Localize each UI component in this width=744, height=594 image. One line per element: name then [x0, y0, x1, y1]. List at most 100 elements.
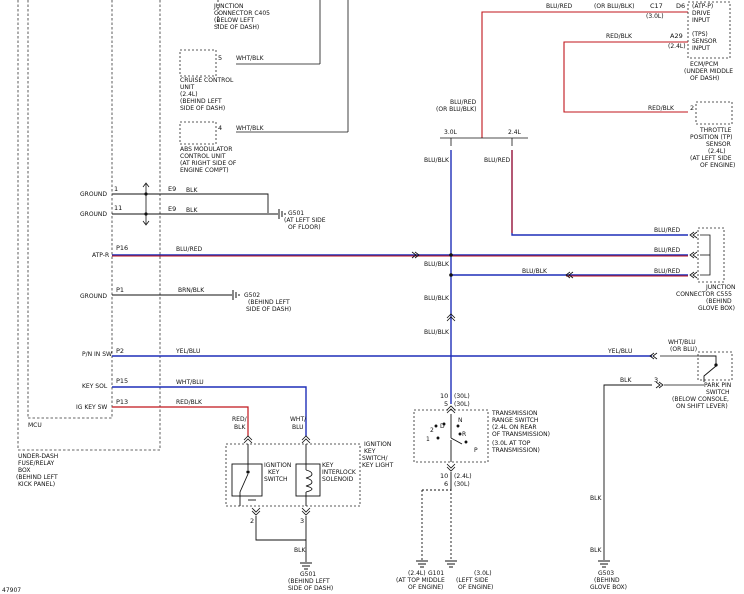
c405-connector-lines [217, 0, 349, 133]
trans-letter-1: 1 [426, 436, 430, 443]
trans-label-0: TRANSMISSION [491, 410, 538, 417]
tp-sensor-1: POSITION (TP) [690, 134, 732, 141]
junction-c555-2: (BEHIND [706, 298, 732, 305]
center-wire-blublk: BLU/BLK [424, 157, 450, 164]
key-interlock-1: INTERLOCK [322, 469, 357, 476]
g101-30l-1: (LEFT SIDE [456, 577, 489, 584]
atp-wire: BLU/RED [176, 246, 203, 253]
junction-c555-0: JUNCTION [705, 284, 735, 291]
g503-blk-1: BLK [590, 495, 602, 502]
junction-c405-label-1: CONNECTOR C405 [214, 10, 270, 17]
right-blured-3: BLU/RED [654, 268, 681, 275]
tp-sensor-0: THROTTLE [699, 127, 732, 134]
trans-letter-n: N [458, 417, 463, 424]
ground2-wire: BLK [186, 207, 198, 214]
trans-bpin-1: (2.4L) [454, 473, 472, 480]
cruise-unit-3: (BEHIND LEFT [180, 98, 222, 105]
corner-code: 47907 [2, 587, 21, 594]
tp-wire: RED/BLK [648, 105, 675, 112]
trans-letter-r: R [462, 431, 466, 438]
trans-bpin-3: (30L) [454, 481, 470, 488]
keysol-pin: P15 [116, 377, 128, 385]
trans-letter-p: P [474, 447, 478, 454]
ecm-top-pin-d: D6 [676, 2, 685, 10]
right-blublk-mid: BLU/BLK [522, 268, 548, 275]
abs-unit-0: ABS MODULATOR [180, 146, 232, 153]
trans-label-2: (2.4L ON REAR [492, 424, 536, 431]
park-pin: 3 [654, 376, 658, 384]
trans-switch-symbol [434, 414, 468, 462]
g501-bottom-ground-symbol [300, 562, 312, 570]
ign-bottom-connectors [251, 507, 311, 516]
tps-wire: RED/BLK [606, 33, 633, 40]
park-pin-box [697, 351, 733, 381]
fuse-box-2: BOX [18, 467, 30, 474]
blured-center-1: (OR BLU/BLK) [436, 106, 476, 113]
g101-2: (AT TOP MIDDLE [396, 577, 445, 584]
pn-connector-arrow [649, 352, 658, 360]
fuse-relay-box [17, 0, 161, 451]
cruise-unit-2: (2.4L) [180, 91, 198, 98]
keysol-label: KEY SOL [82, 383, 108, 390]
g501-0: G501 [288, 210, 304, 217]
ecm-top-30l: (3.0L) [646, 13, 664, 20]
ecm-pcm-box [687, 1, 731, 59]
ign-key-title-3: KEY LIGHT [362, 462, 394, 469]
ecm-pcm-0: ECM/PCM [690, 61, 718, 68]
igkey-label: IG KEY SW [76, 404, 107, 411]
ground1-label: GROUND [80, 191, 107, 198]
ground1-pin2: E9 [168, 185, 176, 193]
ecm-input2-1: SENSOR [692, 38, 717, 45]
trans-ground-lines [421, 472, 452, 560]
igkey-pin: P13 [116, 398, 128, 406]
ignition-key-box [225, 443, 361, 507]
atp-pin: P16 [116, 244, 128, 252]
center-lower-blublk: BLU/BLK [424, 329, 450, 336]
ecm-pcm-2: OF DASH) [690, 75, 719, 82]
ground2-pin2: E9 [168, 205, 176, 213]
ign-blk: BLK [294, 547, 306, 554]
key-interlock-0: KEY [322, 462, 334, 469]
blured-center-0: BLU/RED [450, 99, 477, 106]
tp-sensor-2: SENSOR [706, 141, 731, 148]
cruise-unit-0: CRUISE CONTROL [180, 77, 234, 84]
ign-key-title-0: IGNITION [364, 441, 391, 448]
center-blublk-lower: BLU/BLK [424, 295, 450, 302]
ign-pin-3: 3 [300, 517, 304, 525]
ground1-line [112, 193, 269, 213]
park-blk-line [603, 384, 652, 560]
ecm-top-24l: (2.4L) [668, 43, 686, 50]
right-blured-1: BLU/RED [654, 227, 681, 234]
cruise-control-box [179, 49, 217, 77]
ground-arrows [142, 182, 150, 226]
or-blu: (OR BLU) [670, 346, 697, 353]
ground3-wire: BRN/BLK [178, 287, 205, 294]
abs-unit-1: CONTROL UNIT [180, 153, 226, 160]
g101-ground-symbols [416, 560, 457, 568]
ecm-input1-0: (ATP-P) [692, 3, 713, 10]
ign-key-switch-0: IGNITION [264, 462, 291, 469]
fuse-box-1: FUSE/RELAY [18, 460, 55, 467]
key-interlock-box [295, 463, 321, 497]
g503-1: (BEHIND [594, 577, 620, 584]
g101-0: (2.4L) [408, 570, 426, 577]
g501-bottom-0: G501 [300, 571, 316, 578]
igkey-wire: RED/BLK [176, 399, 203, 406]
trans-pin-1: (30L) [454, 393, 470, 400]
abs-unit-3: ENGINE COMPT) [180, 167, 229, 174]
fuse-box-4: KICK PANEL) [18, 481, 55, 488]
pn-wire: YEL/BLU [175, 348, 200, 355]
trans-pin-3: (30L) [454, 401, 470, 408]
right-blured-2: BLU/RED [654, 247, 681, 254]
fuse-box-0: UNDER-DASH [18, 453, 58, 460]
g501-2: OF FLOOR) [288, 224, 321, 231]
g503-ground-symbol [598, 560, 610, 568]
cruise-pin: 5 [218, 54, 222, 62]
g503-blk-2: BLK [590, 547, 602, 554]
tps-wire-line [563, 41, 688, 113]
ignition-switch-symbol [239, 444, 256, 506]
trans-label-5: TRANSMISSION) [491, 447, 540, 454]
ecm-pcm-1: (UNDER MIDDLE [684, 68, 733, 75]
cruise-unit-1: UNIT [180, 84, 195, 91]
abs-modulator-box [179, 121, 217, 145]
